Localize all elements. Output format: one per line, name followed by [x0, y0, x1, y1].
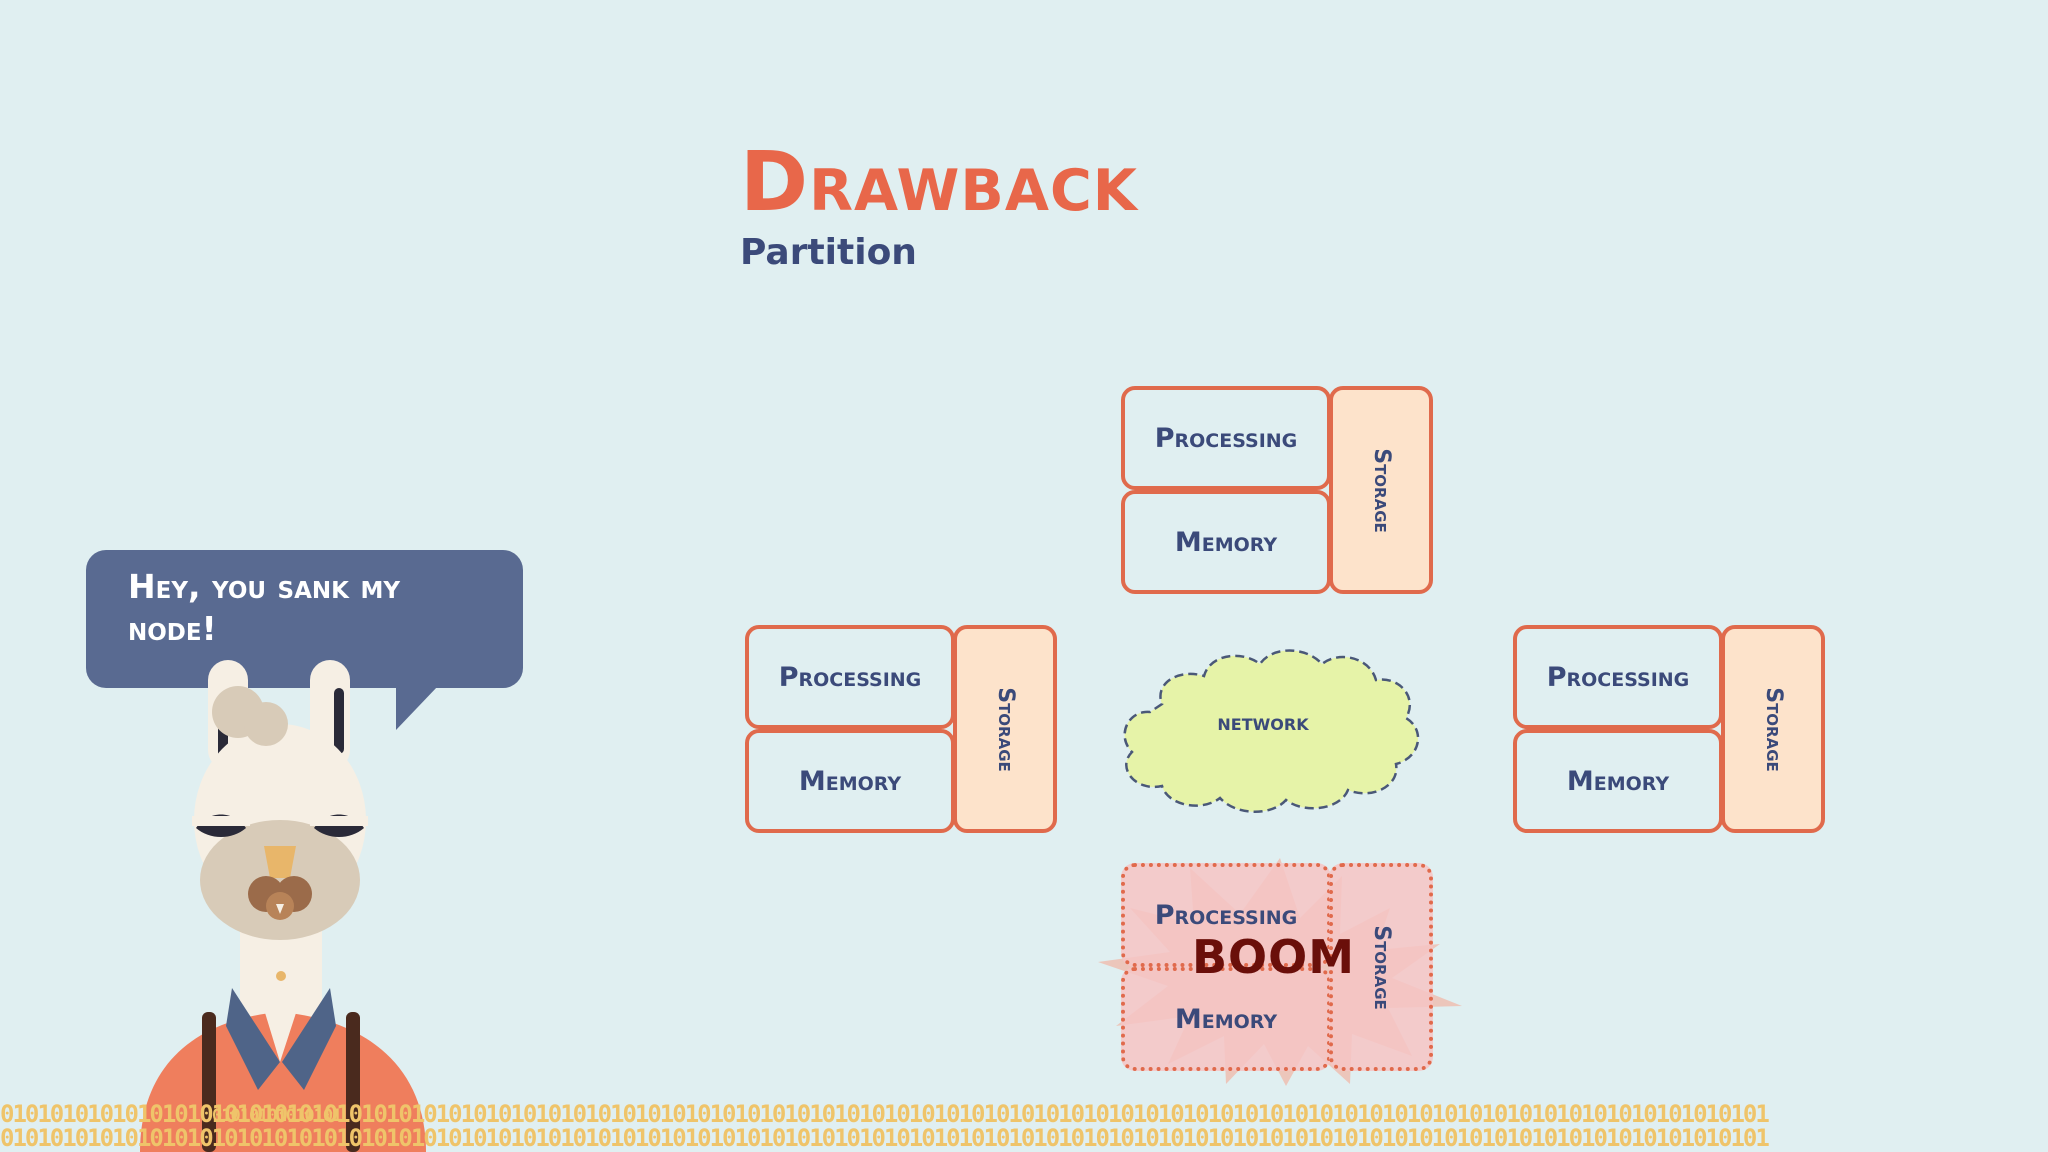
- storage-label: Storage: [1760, 686, 1786, 772]
- processing-box: Processing: [1513, 625, 1723, 729]
- binary-row: 0101010101010101010101010101010101010101…: [0, 1124, 1770, 1152]
- node-right: Processing Memory Storage: [1513, 625, 1825, 833]
- storage-box: Storage: [1721, 625, 1825, 833]
- slide-title: Drawback: [740, 135, 1138, 230]
- processing-box: Processing: [1121, 386, 1331, 490]
- node-left: Processing Memory Storage: [745, 625, 1057, 833]
- storage-label: Storage: [1368, 447, 1394, 533]
- storage-box: Storage: [1329, 386, 1433, 594]
- storage-box: Storage: [953, 625, 1057, 833]
- processing-box: Processing: [1121, 863, 1331, 967]
- memory-label: Memory: [1566, 765, 1670, 797]
- node-bottom-failed: Processing Memory Storage: [1121, 863, 1433, 1071]
- storage-box: Storage: [1329, 863, 1433, 1071]
- processing-label: Processing: [1154, 422, 1298, 454]
- boom-label: BOOM: [1192, 930, 1356, 984]
- node-top: Processing Memory Storage: [1121, 386, 1433, 594]
- memory-label: Memory: [798, 765, 902, 797]
- network-label: network: [1217, 710, 1309, 736]
- network-cloud-icon: [1123, 649, 1420, 813]
- processing-label: Processing: [1154, 899, 1298, 931]
- speech-bubble: Hey, you sank my node!: [86, 550, 523, 688]
- processing-box: Processing: [745, 625, 955, 729]
- memory-box: Memory: [1121, 967, 1331, 1071]
- storage-label: Storage: [1368, 924, 1394, 1010]
- llama-character-icon: [140, 660, 426, 1152]
- shirt-binary-pattern: 01010101010101: [212, 1106, 342, 1126]
- binary-row: 0101010101010101010101010101010101010101…: [0, 1102, 1770, 1128]
- memory-box: Memory: [745, 729, 955, 833]
- memory-box: Memory: [1513, 729, 1723, 833]
- slide-subtitle: Partition: [740, 232, 917, 273]
- binary-footer: 0101010101010101010101010101010101010101…: [0, 1102, 2048, 1152]
- storage-label: Storage: [992, 686, 1018, 772]
- memory-label: Memory: [1174, 1003, 1278, 1035]
- memory-label: Memory: [1174, 526, 1278, 558]
- speech-bubble-tail: [396, 686, 438, 730]
- processing-label: Processing: [778, 661, 922, 693]
- processing-label: Processing: [1546, 661, 1690, 693]
- speech-bubble-text: Hey, you sank my node!: [128, 567, 401, 648]
- memory-box: Memory: [1121, 490, 1331, 594]
